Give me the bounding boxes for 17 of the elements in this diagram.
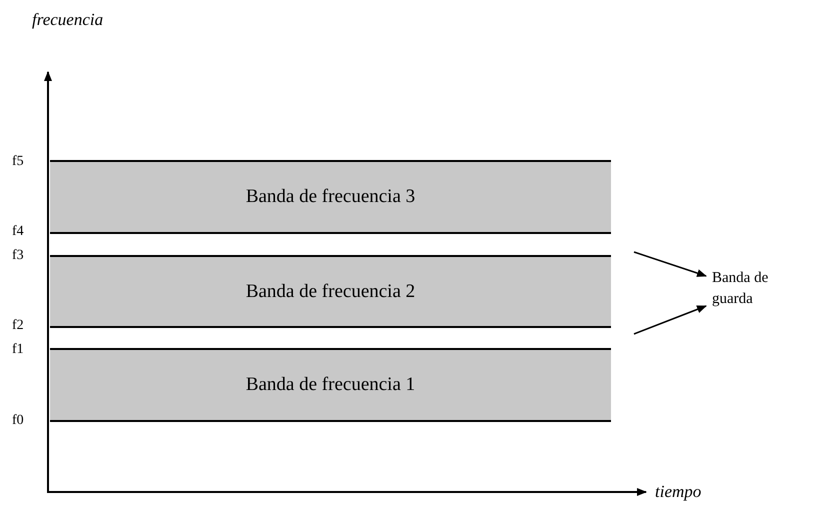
axis-title: tiempo	[655, 482, 702, 502]
tick-label: f0	[12, 414, 24, 428]
axis-title: frecuencia	[32, 10, 104, 30]
frequency-band	[50, 160, 611, 234]
tick-label: f2	[12, 319, 24, 333]
arrow	[634, 251, 707, 277]
band-label: Banda de frecuencia 1	[246, 374, 416, 396]
frequency-band	[50, 348, 611, 422]
arrow	[634, 305, 707, 335]
tick-label: f5	[12, 155, 24, 169]
band-label: Banda de frecuencia 3	[246, 186, 416, 208]
band-label: Banda de frecuencia 2	[246, 280, 416, 302]
tick-label: f1	[12, 343, 24, 357]
tick-label: f3	[12, 249, 24, 263]
guard-band-label: Banda de guarda	[712, 268, 782, 310]
tick-label: f4	[12, 225, 24, 239]
frequency-band	[50, 255, 611, 328]
